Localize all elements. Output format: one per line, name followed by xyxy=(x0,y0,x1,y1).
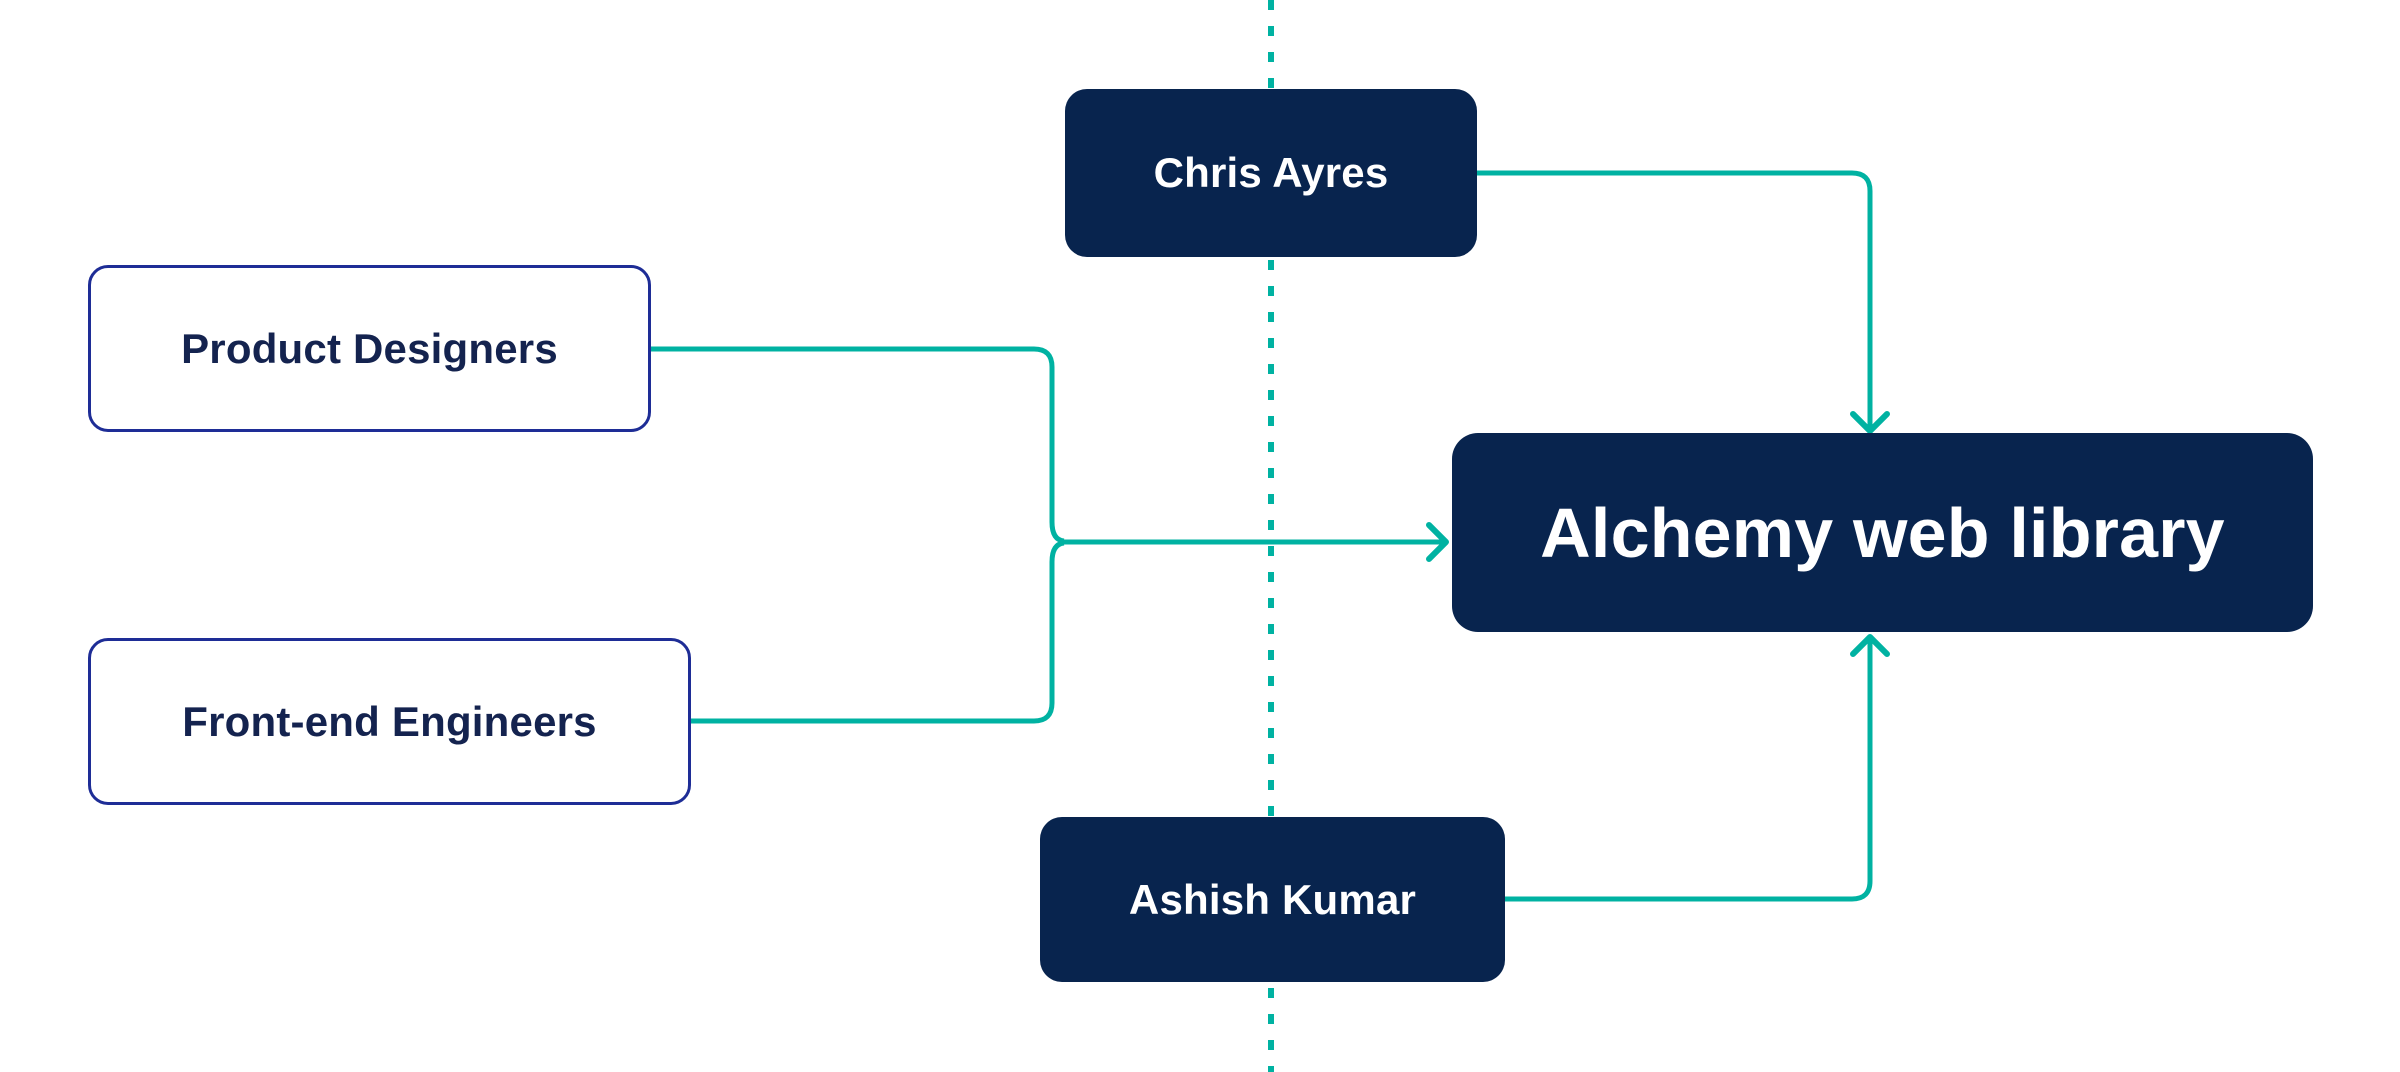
arrowhead-down-icon xyxy=(1850,411,1890,434)
node-front-end-engineers: Front-end Engineers xyxy=(88,638,691,805)
edge-ashish-kumar-to-alchemy xyxy=(1505,639,1873,902)
arrowhead-right-icon xyxy=(1426,522,1449,562)
arrowhead-up-icon xyxy=(1850,634,1890,657)
node-chris-ayres: Chris Ayres xyxy=(1065,89,1477,257)
edge-chris-ayres-to-alchemy xyxy=(1477,170,1873,429)
edge-front-end-engineers-branch xyxy=(691,540,1065,724)
edge-product-designers-branch xyxy=(651,346,1065,544)
node-alchemy-web-library: Alchemy web library xyxy=(1452,433,2313,632)
node-ashish-kumar: Ashish Kumar xyxy=(1040,817,1505,982)
node-product-designers: Product Designers xyxy=(88,265,651,432)
